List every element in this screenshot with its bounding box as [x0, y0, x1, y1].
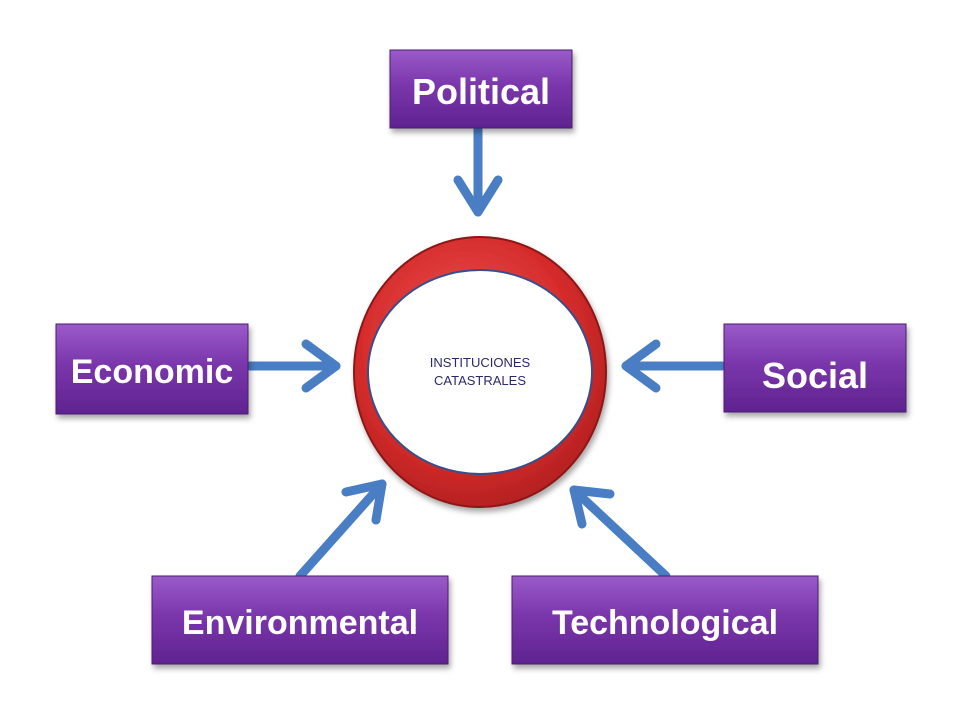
arrow-political: [453, 125, 503, 217]
factor-label-technological: Technological: [552, 604, 778, 642]
center-label-line2: CATASTRALES: [434, 373, 526, 388]
factor-label-social: Social: [762, 355, 868, 396]
arrow-environmental: [295, 479, 387, 581]
factor-label-environmental: Environmental: [182, 604, 418, 642]
factor-label-economic: Economic: [71, 353, 233, 391]
factor-box-political: Political: [389, 49, 573, 129]
arrow-economic: [245, 339, 341, 393]
factor-box-environmental: Environmental: [151, 575, 449, 665]
factor-box-social: Social: [723, 323, 907, 413]
factor-box-technological: Technological: [511, 575, 819, 665]
arrow-technological: [569, 485, 671, 581]
factor-label-political: Political: [412, 71, 550, 112]
arrow-social: [621, 339, 727, 393]
factor-box-economic: Economic: [55, 323, 249, 415]
center-label-line1: INSTITUCIONES: [430, 355, 531, 370]
center-circle: INSTITUCIONES CATASTRALES: [353, 236, 607, 508]
